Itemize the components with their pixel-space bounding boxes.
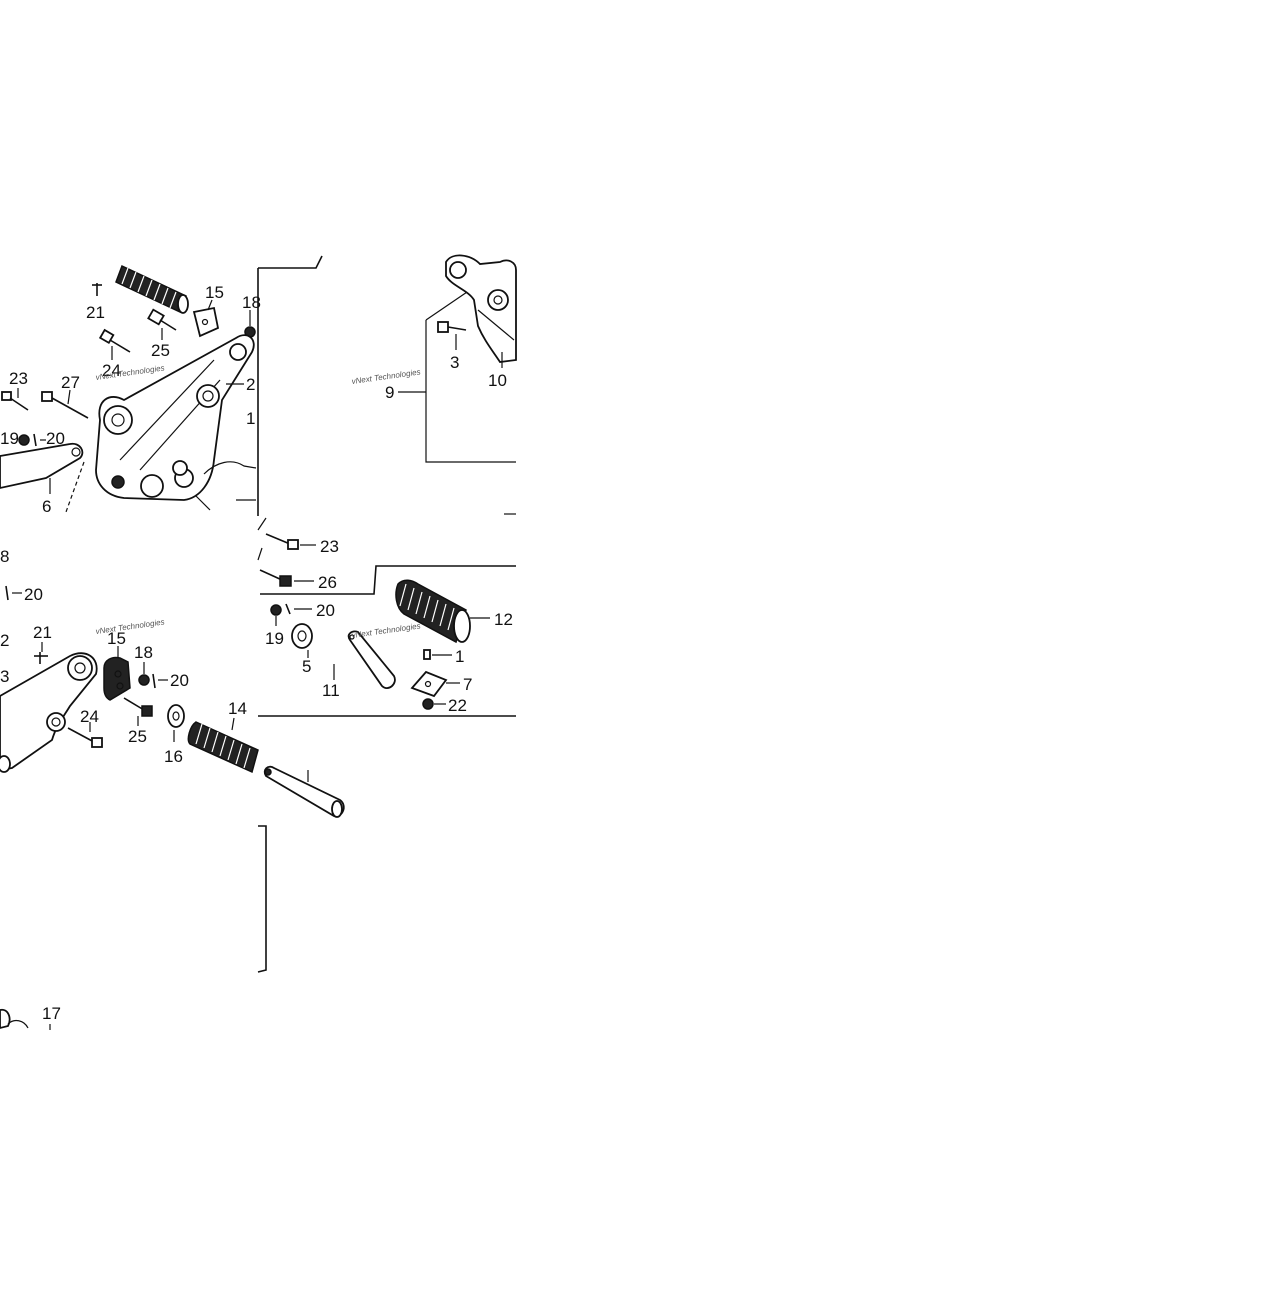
- label-17: 17: [42, 1004, 61, 1023]
- bolt-26: 26: [259, 569, 337, 592]
- nut-18-pin-20-lower: 18 20: [134, 643, 189, 690]
- label-11: 11: [322, 681, 340, 700]
- screw-22: 22: [422, 696, 467, 715]
- part-17: 17: [0, 1004, 61, 1030]
- panel-bracket-lower: [257, 825, 267, 973]
- label-22: 22: [448, 696, 467, 715]
- bolt-24-upper: 24: [98, 328, 131, 380]
- panel-border-top: [258, 255, 323, 269]
- pin-20-lower-left: 20: [5, 585, 43, 604]
- label-20-lower-b: 20: [170, 671, 189, 690]
- label-21-upper: 21: [86, 303, 105, 322]
- label-9: 9: [385, 383, 394, 402]
- label-24-upper: 24: [102, 361, 121, 380]
- label-26: 26: [318, 573, 337, 592]
- bolt-3: 3: [437, 321, 467, 372]
- step-arm-3: 3: [0, 652, 98, 773]
- label-21-lower: 21: [33, 623, 52, 642]
- label-10: 10: [488, 371, 507, 390]
- lever-6-upper: 6: [0, 442, 85, 516]
- label-14: 14: [228, 699, 247, 718]
- bracket-15-lower: 15: [103, 629, 131, 701]
- panel-border-middle: [260, 565, 516, 595]
- bolt-23-upper: 23: [1, 369, 29, 411]
- footpeg-12: 12: [395, 579, 513, 644]
- step-bracket-plate: 2 1: [95, 334, 255, 501]
- watermark-lower: vNext Technologies: [95, 617, 165, 636]
- washer-16: 16: [164, 704, 185, 766]
- bolt-24-lower: 24: [67, 707, 103, 748]
- label-23-middle: 23: [320, 537, 339, 556]
- label-18-lower: 18: [134, 643, 153, 662]
- label-23-upper: 23: [9, 369, 28, 388]
- plate-7: 7: [410, 670, 472, 698]
- label-15-lower: 15: [107, 629, 126, 648]
- pin-1: 1: [423, 647, 464, 666]
- label-3-upper: 3: [450, 353, 459, 372]
- label-25-upper: 25: [151, 341, 170, 360]
- label-2-lower: 2: [0, 631, 9, 650]
- label-3-lower: 3: [0, 667, 9, 686]
- bracket-9-outline: [425, 320, 516, 463]
- washer-5: 5: [291, 623, 313, 676]
- footpeg-rubber-upper: [115, 264, 189, 314]
- frame-stub: [257, 517, 267, 561]
- label-6-upper: 6: [42, 497, 51, 516]
- label-18-upper: 18: [242, 293, 261, 312]
- label-20-middle: 20: [316, 601, 335, 620]
- label-12: 12: [494, 610, 513, 629]
- lower-left-panel: 8 20 2 21 vNext Technologies 3: [0, 547, 345, 1030]
- nut-19-pin-20-upper: 19 20: [0, 429, 65, 448]
- label-16: 16: [164, 747, 183, 766]
- middle-right-panel: 23 26 20 19 5 11: [257, 517, 516, 717]
- label-1: 1: [455, 647, 464, 666]
- frame-edge-upper: [195, 495, 256, 511]
- bolt-25-upper: 25: [147, 308, 177, 360]
- label-5: 5: [302, 657, 311, 676]
- pin-21-lower: 21: [33, 623, 52, 664]
- label-24-lower: 24: [80, 707, 99, 726]
- pin-20-nut-19-middle: 20 19: [265, 601, 335, 648]
- label-25-lower: 25: [128, 727, 147, 746]
- label-20-upper: 20: [46, 429, 65, 448]
- pin-21-upper: 21: [86, 283, 105, 322]
- label-2-upper: 2: [246, 375, 255, 394]
- label-8-lower: 8: [0, 547, 9, 566]
- watermark-middle: vNext Technologies: [351, 621, 421, 640]
- pin-11: 11: [322, 630, 396, 700]
- footpeg-rubber-14: 14: [187, 699, 259, 774]
- label-7: 7: [463, 675, 472, 694]
- casting-10: 10: [445, 254, 517, 390]
- label-13-upper: 1: [246, 409, 255, 428]
- upper-right-panel: 9 vNext Technologies 3 10: [257, 254, 517, 516]
- footpeg-pin-lower: [263, 765, 345, 818]
- bolt-27-upper: 27: [41, 373, 89, 419]
- label-19-upper: 19: [0, 429, 19, 448]
- label-15-upper: 15: [205, 283, 224, 302]
- label-19-middle: 19: [265, 629, 284, 648]
- bolt-23-middle: 23: [265, 533, 339, 556]
- frame-outline-upper: [203, 461, 257, 475]
- bracket-15-upper: 15: [192, 283, 224, 338]
- bolt-25-lower: 25: [123, 697, 153, 746]
- upper-left-panel: 21 15 18 25 24 vNext Tech: [0, 264, 261, 516]
- label-20-lower-a: 20: [24, 585, 43, 604]
- label-27-upper: 27: [61, 373, 80, 392]
